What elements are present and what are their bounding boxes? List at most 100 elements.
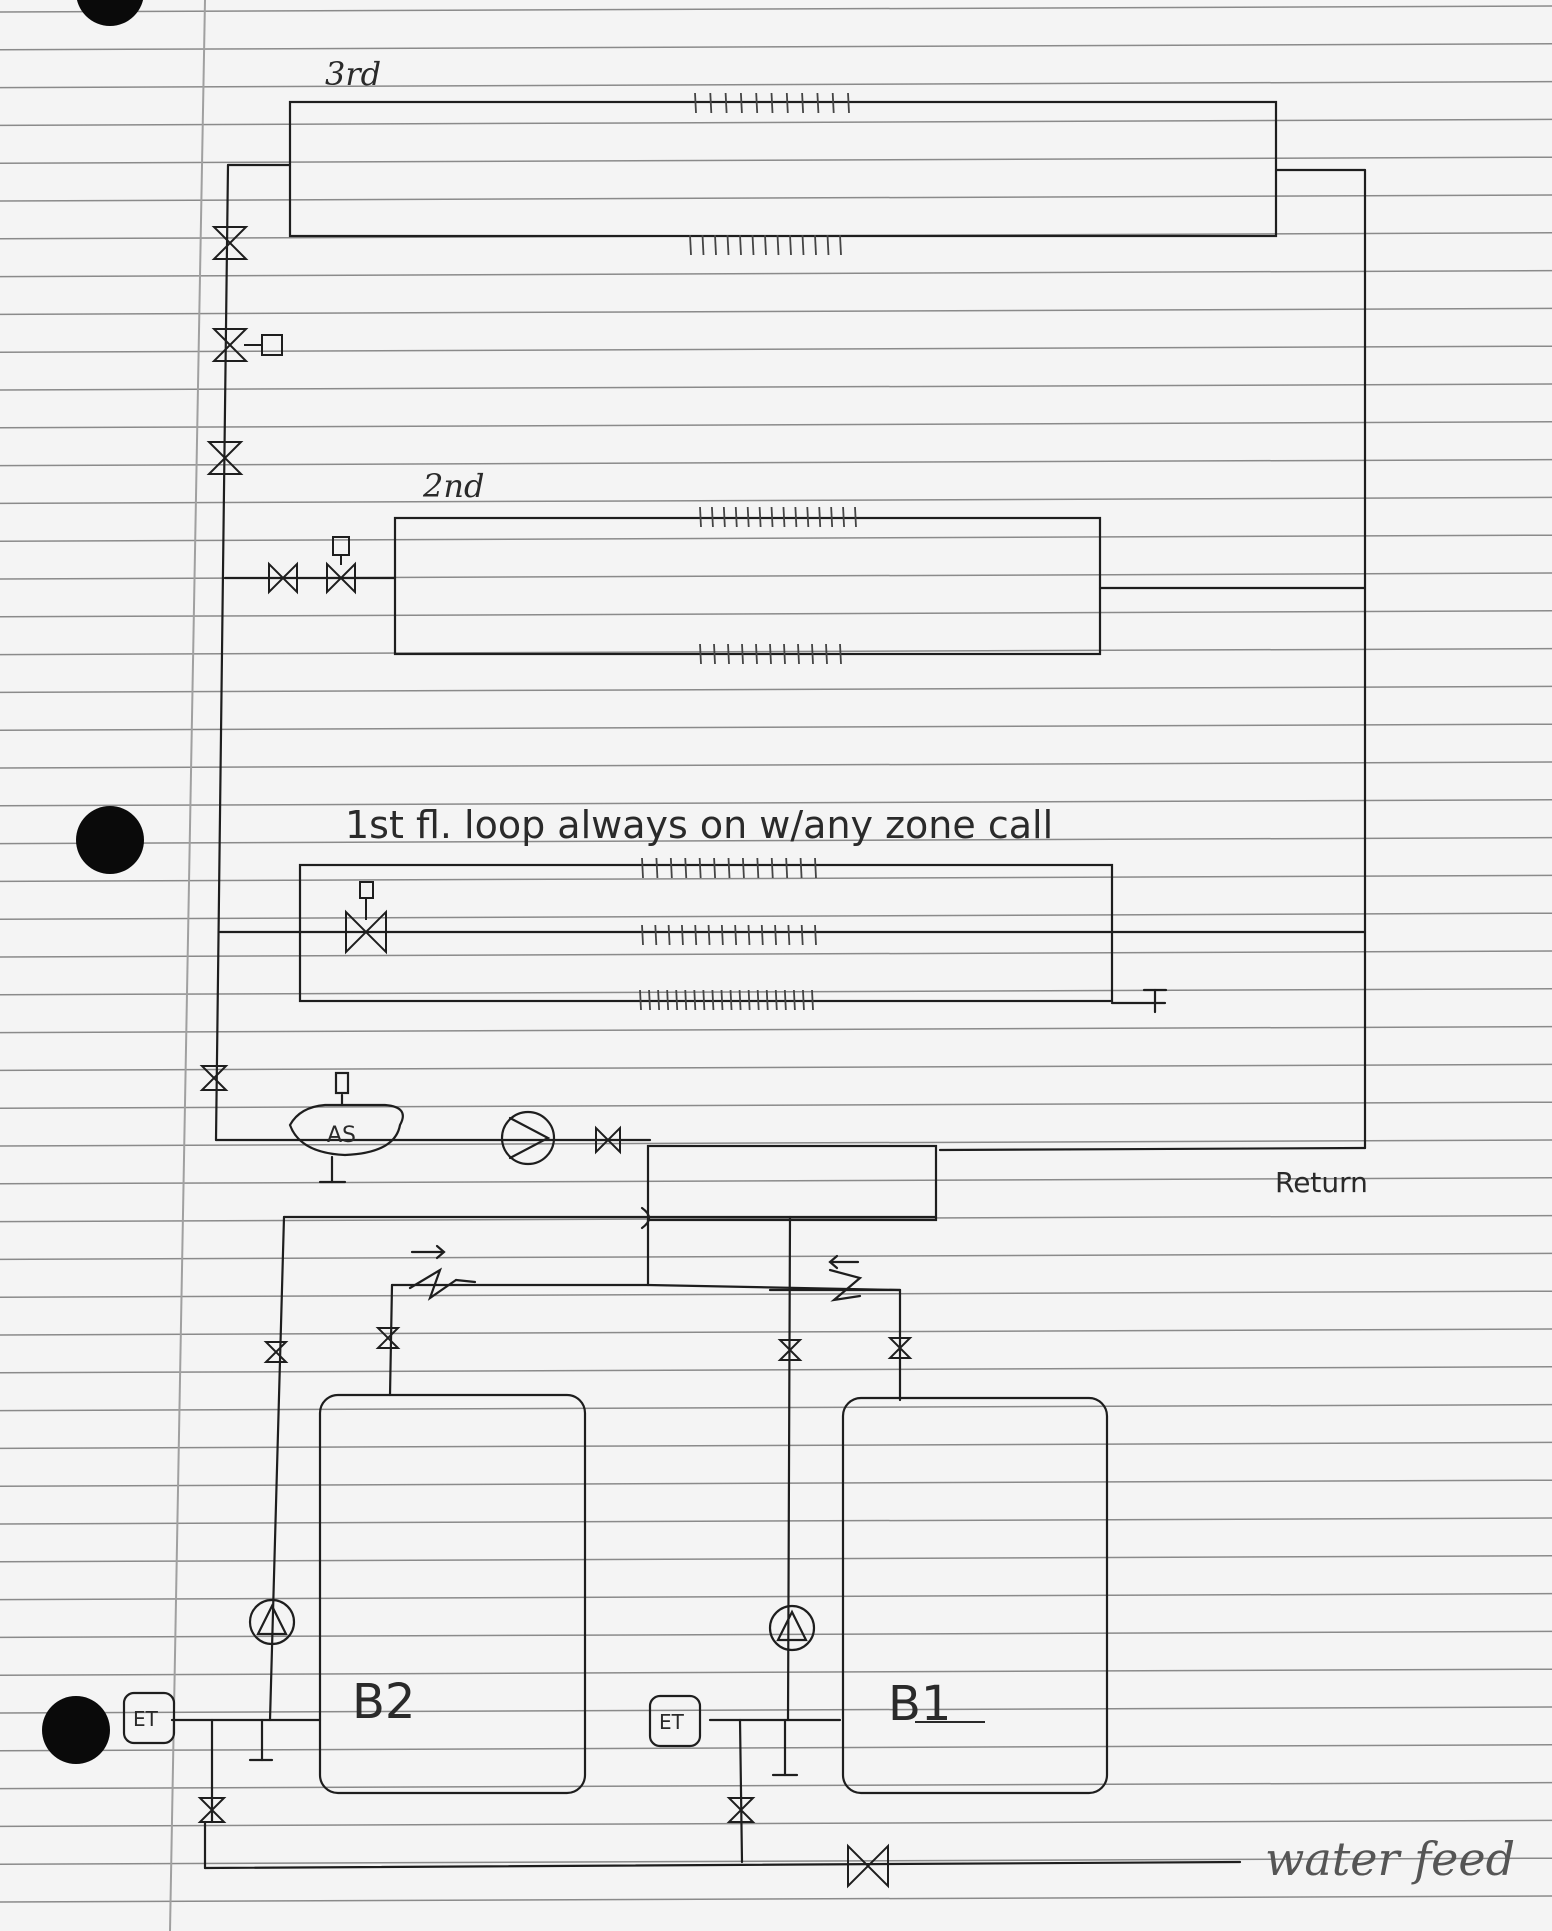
punch-hole <box>76 806 144 874</box>
label-expansion-tank-b1: ET <box>659 1710 685 1734</box>
fin-mark <box>741 643 744 665</box>
fin-mark <box>751 234 755 256</box>
second-floor-baseboard-bottom <box>699 643 842 665</box>
rule-line <box>0 1139 1552 1147</box>
rule-line <box>0 80 1552 89</box>
fin-mark <box>684 857 688 879</box>
fin-mark <box>802 989 805 1011</box>
fin-mark <box>770 506 774 528</box>
third-floor-baseboard-top <box>694 92 850 114</box>
rule-line <box>0 1668 1552 1676</box>
fin-mark <box>698 857 702 879</box>
rule-line <box>0 43 1552 51</box>
label-boiler-1: B1 <box>888 1676 951 1732</box>
rule-line <box>0 723 1552 731</box>
fin-mark <box>681 924 684 946</box>
second-floor-zone-valve-actuator <box>332 536 350 565</box>
rule-line <box>0 1063 1552 1072</box>
rule-line <box>0 1555 1552 1563</box>
fin-mark <box>655 857 659 879</box>
rule-line <box>0 1706 1552 1714</box>
fin-mark <box>713 857 716 879</box>
fin-mark <box>797 643 800 665</box>
rule-line <box>0 1592 1552 1601</box>
rule-line <box>0 761 1552 769</box>
fin-mark <box>806 506 810 528</box>
rule-line <box>0 1366 1552 1374</box>
rule-line <box>0 1403 1552 1412</box>
fin-mark <box>657 989 661 1011</box>
fin-mark <box>811 643 814 665</box>
fin-mark <box>738 989 742 1011</box>
fin-mark <box>783 643 786 665</box>
fin-mark <box>714 234 717 256</box>
fin-mark <box>746 506 750 528</box>
water-feed-valve <box>847 1843 889 1889</box>
first-floor-baseboard-top <box>641 857 817 879</box>
first-floor-baseboard-bottom <box>639 989 814 1011</box>
fin-mark <box>847 92 850 114</box>
second-floor-zone-valve <box>326 561 356 595</box>
third-floor-zone-valve <box>211 328 249 362</box>
fin-mark <box>713 643 716 665</box>
label-third-floor: 3rd <box>325 55 381 93</box>
rule-line <box>0 1025 1552 1034</box>
b2-return-valve <box>375 1327 401 1349</box>
fin-mark <box>709 92 713 114</box>
fin-mark <box>831 92 835 114</box>
fin-mark <box>839 643 842 665</box>
primary-loop <box>646 1144 938 1222</box>
rule-line <box>0 1214 1552 1223</box>
rule-line <box>0 912 1552 920</box>
label-water-feed: water feed <box>1265 1832 1515 1886</box>
rule-line <box>0 1517 1552 1525</box>
second-floor-isolation-valve <box>268 561 298 595</box>
fin-mark <box>764 234 767 256</box>
fin-mark <box>699 506 702 528</box>
third-floor-zone-valve-actuator <box>244 334 283 356</box>
fin-mark <box>755 92 759 114</box>
rule-line <box>0 1290 1552 1298</box>
boiler-2 <box>318 1393 587 1795</box>
fin-mark <box>765 989 769 1011</box>
fin-mark <box>734 924 738 946</box>
expansion-tank-b1 <box>648 1694 702 1748</box>
fin-mark <box>707 924 711 946</box>
fin-mark <box>758 506 762 528</box>
rule-line <box>0 383 1552 391</box>
fin-mark <box>774 924 777 946</box>
b1-drain-pipe <box>738 1718 744 1864</box>
fin-mark <box>814 924 817 946</box>
b2-pump <box>248 1598 296 1646</box>
rule-line <box>0 534 1552 542</box>
rule-line <box>0 307 1552 316</box>
fin-mark <box>724 92 728 114</box>
fin-mark <box>854 506 857 528</box>
rule-line <box>0 1441 1552 1450</box>
system-pump <box>500 1110 556 1166</box>
fin-mark <box>769 643 772 665</box>
second-floor-riser-valve <box>206 441 244 475</box>
supply-riser <box>214 163 230 1142</box>
fin-mark <box>787 924 791 946</box>
fin-mark <box>842 506 845 528</box>
rule-line <box>0 345 1552 353</box>
fin-mark <box>785 92 789 114</box>
fin-mark <box>720 989 724 1011</box>
fin-mark <box>727 857 731 879</box>
notebook-rules <box>0 5 1552 1903</box>
fin-mark <box>756 857 760 879</box>
rule-line <box>0 950 1552 958</box>
b1-pump <box>768 1604 816 1652</box>
margin-line <box>169 0 206 1931</box>
fin-mark <box>816 92 820 114</box>
fin-mark <box>711 506 714 528</box>
fin-mark <box>818 506 822 528</box>
rule-line <box>0 194 1552 202</box>
valves <box>197 226 913 1889</box>
fin-mark <box>774 989 778 1011</box>
fin-mark <box>739 234 742 256</box>
b2-supply-valve <box>263 1341 289 1363</box>
